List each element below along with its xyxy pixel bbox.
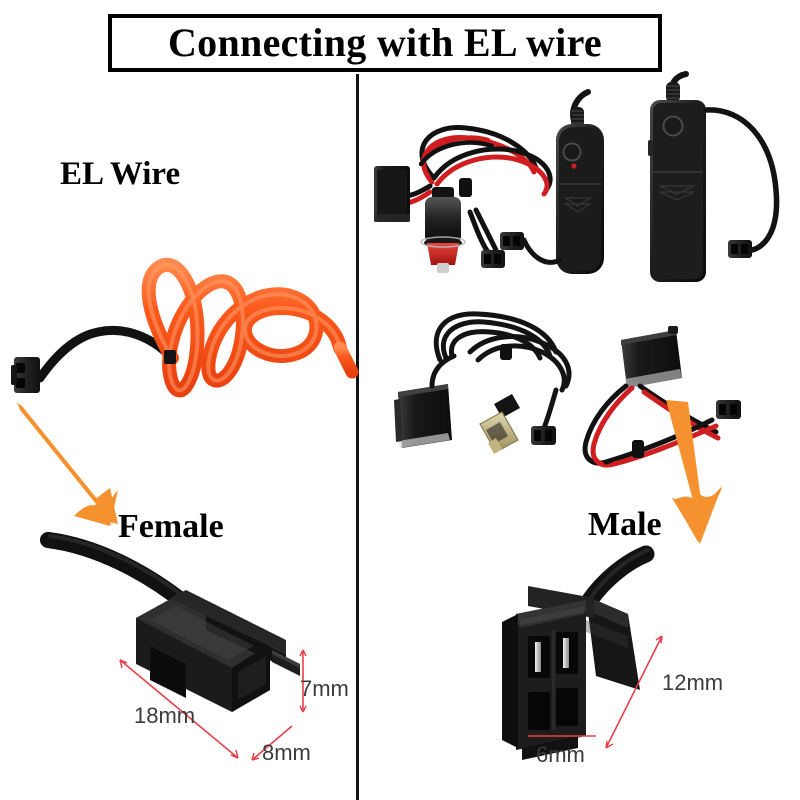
inverter-box-car [374, 166, 410, 222]
male-plug-dc12v [716, 400, 741, 419]
arrow-to-female [16, 402, 118, 526]
usb-inverter-box [394, 384, 452, 448]
el-wire-label: EL Wire [60, 156, 181, 192]
pin-contact-1 [535, 642, 541, 672]
dimension-12mm: 12mm [662, 670, 724, 695]
dc12v-inverter [585, 326, 741, 465]
male-label: Male [588, 506, 662, 543]
dim-line-18mm [120, 660, 238, 758]
arrow-to-male [666, 400, 722, 544]
el-wire-end-connector [11, 357, 40, 393]
male-plug-car [481, 250, 505, 268]
female-dimension-lines [120, 650, 306, 760]
male-connector-closeup [502, 550, 648, 760]
title-box: Connecting with EL wire [108, 14, 662, 72]
dc-inverter-box [621, 326, 682, 388]
battery-inverter-small [500, 92, 604, 274]
female-label: Female [118, 508, 224, 545]
led-indicator-small [571, 163, 577, 169]
usb-a-plug [480, 394, 520, 454]
page-title: Connecting with EL wire [168, 20, 602, 65]
female-connector-closeup [48, 536, 300, 712]
car-lighter-plug [421, 187, 465, 273]
usb-inverter [394, 314, 569, 454]
dimension-7mm: 7mm [300, 676, 349, 701]
dimension-6mm: 6mm [536, 742, 585, 767]
dim-line-12mm [606, 636, 662, 748]
car-charger-inverter [374, 128, 550, 273]
male-plug-battery-large [728, 240, 752, 258]
male-plug-usb [531, 426, 556, 445]
battery-inverter-large [648, 74, 777, 282]
pin-contact-2 [563, 638, 569, 668]
dim-line-8mm [252, 726, 292, 760]
male-dimension-lines [528, 636, 662, 748]
panel-divider [356, 74, 359, 800]
male-plug-battery-small [500, 232, 524, 250]
dimension-18mm: 18mm [134, 703, 196, 728]
dimension-8mm: 8mm [262, 740, 311, 765]
el-wire-coil [11, 265, 352, 393]
